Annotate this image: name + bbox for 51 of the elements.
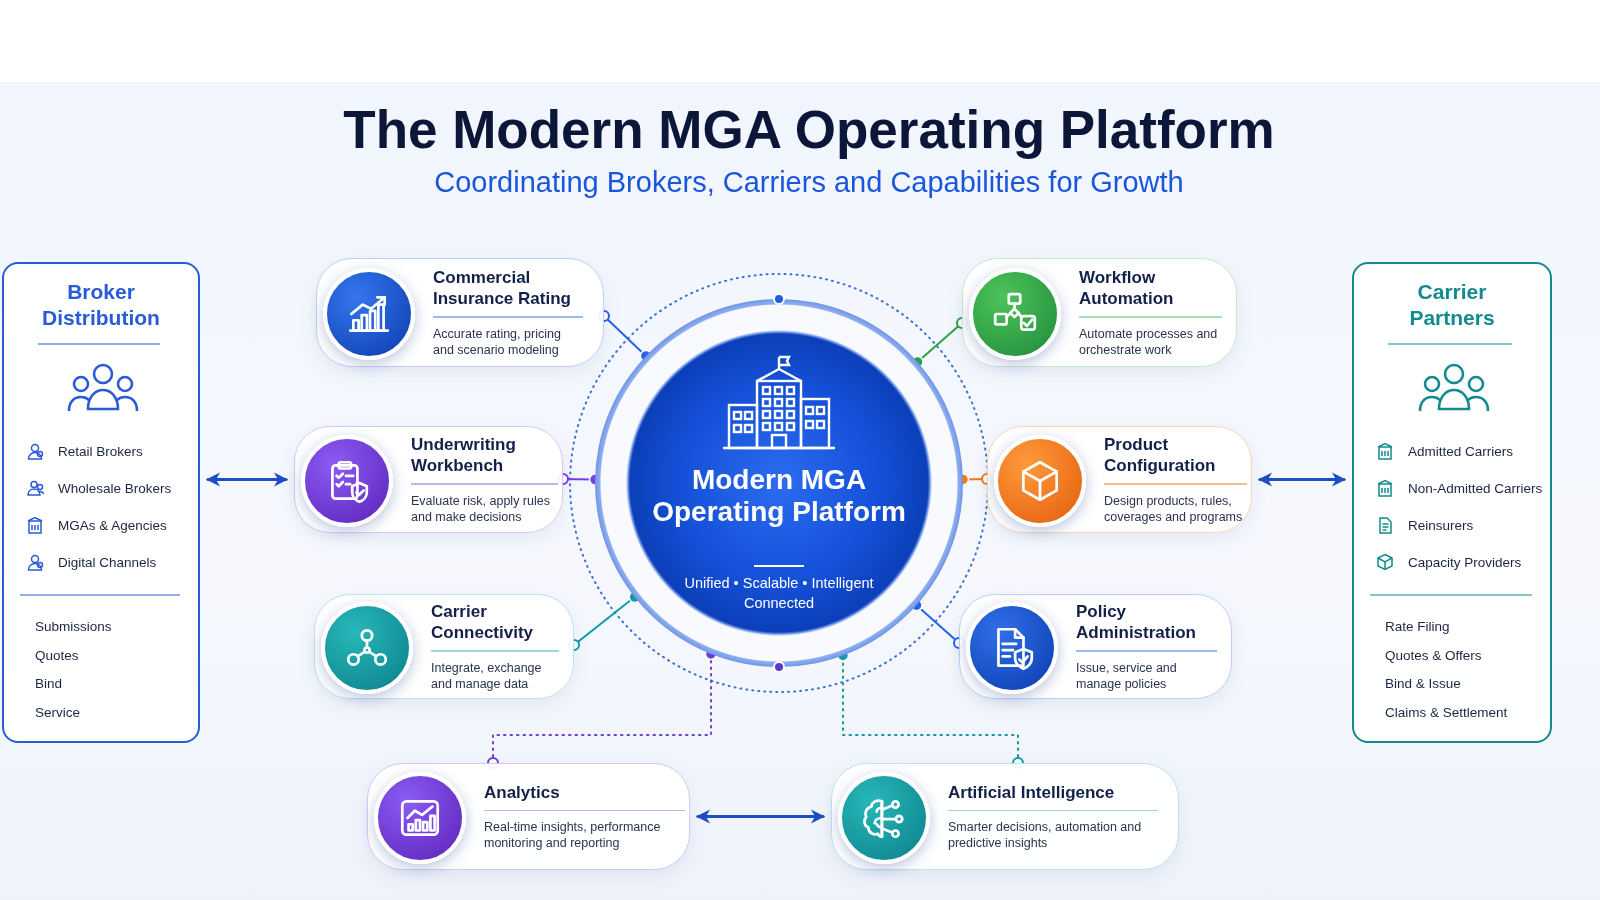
double-arrow: [1258, 472, 1346, 487]
list-item: Quotes: [35, 647, 79, 663]
list-item: Bind: [35, 676, 63, 691]
card-description: Evaluate risk, apply rules and make decisions: [411, 492, 551, 525]
card-description: Integrate, exchange and manage data: [431, 659, 543, 692]
card-description: Real-time insights, performance monitoring and reporting: [484, 819, 662, 852]
platform-title: Modern MGA Operating Platform: [651, 464, 907, 528]
card-description: Smarter decisions, automation and predictive insights: [948, 819, 1143, 852]
platform-tagline: Unified • Scalable • Intelligent Connected: [683, 574, 875, 613]
card-title: Workflow Automation: [1079, 267, 1175, 310]
feature-card: [959, 594, 1232, 699]
feature-card: [294, 426, 563, 533]
list-item: Non-Admitted Carriers: [1408, 480, 1543, 496]
feature-card: [987, 426, 1252, 533]
page-title: The Modern MGA Operating Platform: [342, 99, 1276, 161]
list-item: Quotes & Offers: [1385, 647, 1482, 663]
panel-heading: Broker Distribution: [41, 279, 161, 331]
feature-card: [314, 594, 574, 699]
list-item: Rate Filing: [1385, 619, 1450, 634]
card-title: Carrier Connectivity: [431, 601, 535, 644]
list-item: Claims & Settlement: [1385, 704, 1508, 720]
double-arrow: [696, 809, 825, 824]
list-item: Reinsurers: [1408, 517, 1474, 533]
card-description: Design products, rules, coverages and programs: [1104, 492, 1244, 525]
double-arrow: [206, 472, 288, 487]
list-item: Retail Brokers: [58, 443, 143, 459]
card-description: Automate processes and orchestrate work: [1079, 325, 1219, 358]
subtitle: Coordinating Brokers, Carriers and Capabilities for Growth: [433, 165, 1185, 200]
list-item: Bind & Issue: [1385, 676, 1461, 691]
feature-card: [962, 258, 1237, 367]
card-title: Artificial Intelligence: [948, 781, 1116, 803]
feature-card: [367, 763, 690, 870]
list-panel: [2, 262, 200, 743]
list-item: Submissions: [35, 619, 112, 634]
card-title: Underwriting Workbench: [411, 434, 517, 477]
feature-card: [831, 763, 1179, 870]
card-title: Product Configuration: [1104, 434, 1217, 477]
list-item: Digital Channels: [58, 554, 157, 570]
card-title: Commercial Insurance Rating: [433, 267, 572, 310]
card-description: Issue, service and manage policies: [1076, 659, 1178, 692]
card-title: Policy Administration: [1076, 601, 1197, 644]
list-item: Wholesale Brokers: [58, 480, 172, 496]
list-panel: [1352, 262, 1552, 743]
card-description: Accurate rating, pricing and scenario modeling: [433, 325, 562, 358]
panel-heading: Carrier Partners: [1408, 279, 1496, 331]
list-item: Service: [35, 704, 80, 720]
list-item: Admitted Carriers: [1408, 443, 1514, 459]
list-item: Capacity Providers: [1408, 554, 1522, 570]
feature-card: [316, 258, 604, 367]
card-title: Analytics: [484, 781, 561, 803]
list-item: MGAs & Agencies: [58, 517, 167, 533]
